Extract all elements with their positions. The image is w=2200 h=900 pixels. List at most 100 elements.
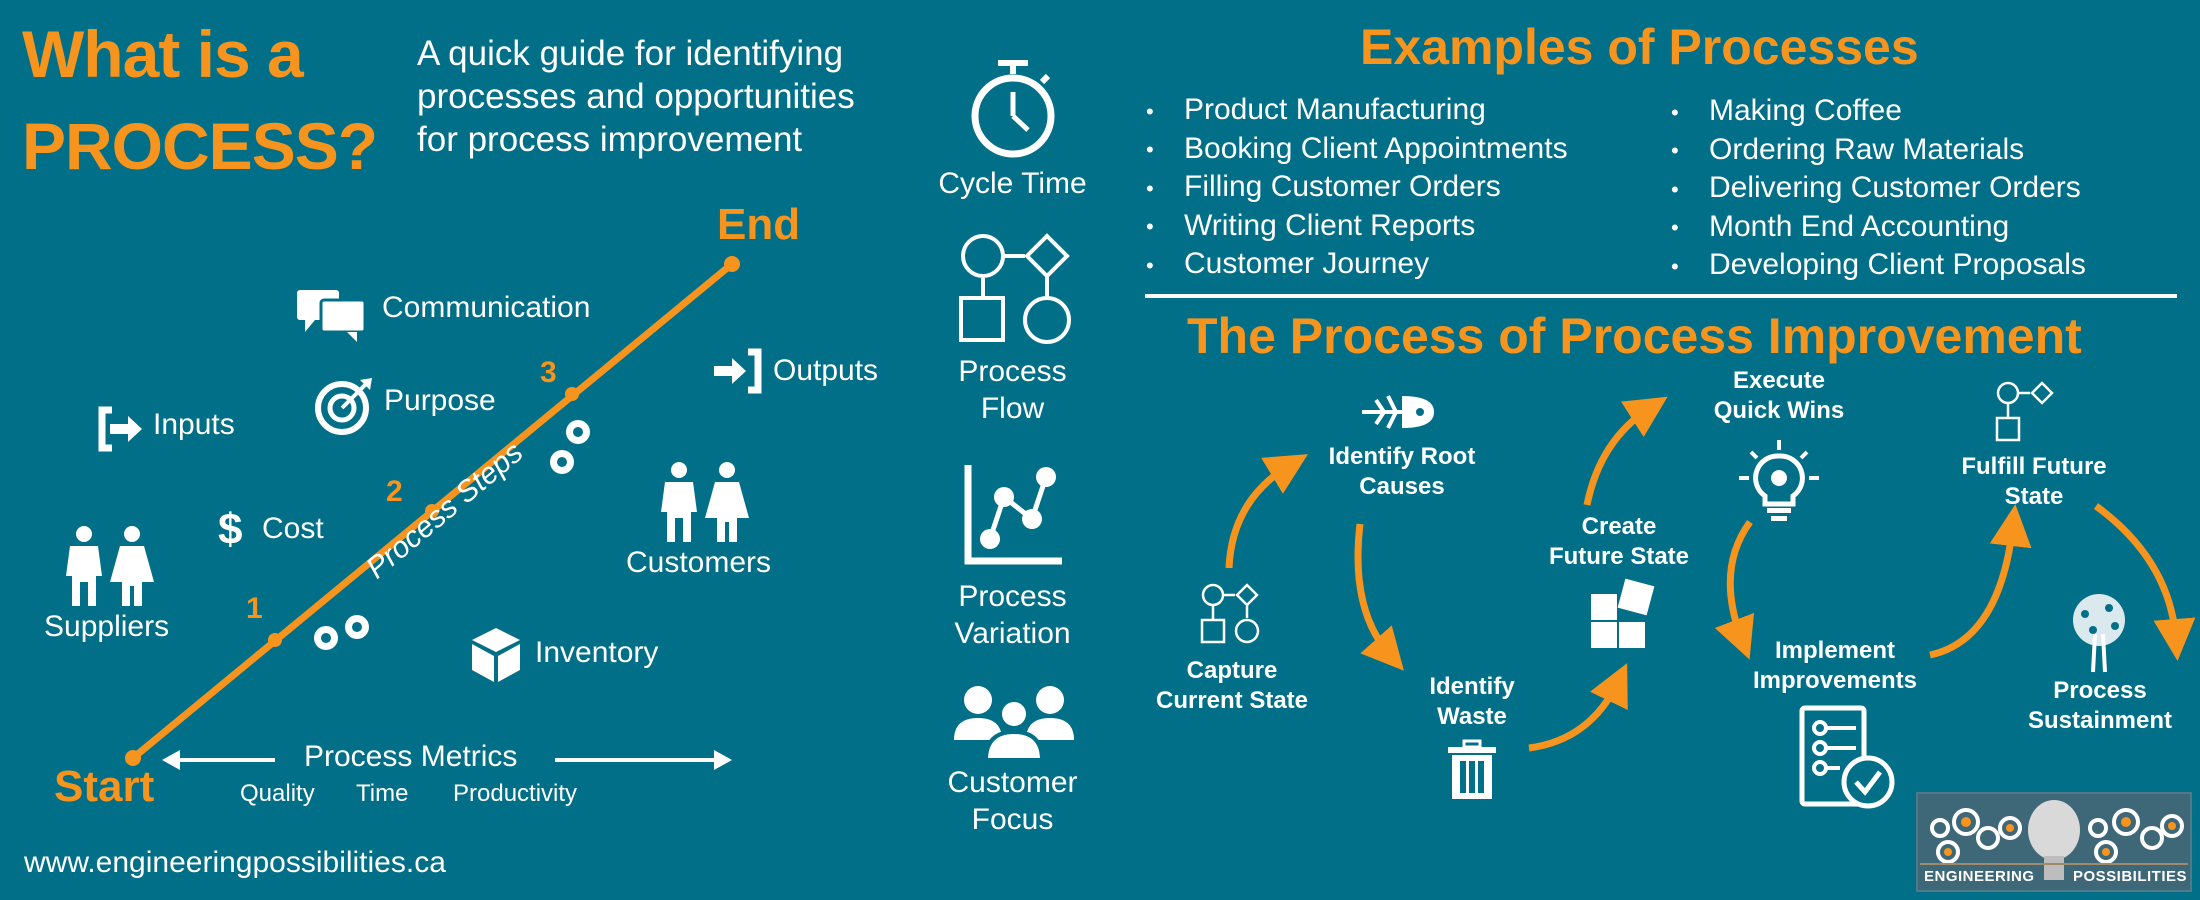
tree-icon bbox=[2073, 594, 2125, 673]
example-item: Developing Client Proposals bbox=[1671, 246, 2086, 285]
end-dot bbox=[724, 256, 740, 272]
step-waste-line1: Identify bbox=[1429, 673, 1515, 700]
outputs-label: Outputs bbox=[773, 354, 879, 387]
step-number-3: 3 bbox=[540, 356, 557, 389]
example-item: Writing Client Reports bbox=[1146, 207, 1568, 246]
step-sustainment-line1: Process bbox=[2053, 677, 2147, 704]
engineering-possibilities-logo: ENGINEERING POSSIBILITIES bbox=[1916, 792, 2192, 892]
step-quick-wins-line1: Execute bbox=[1732, 367, 1826, 394]
people-icon bbox=[661, 462, 749, 542]
website-link[interactable]: www.engineeringpossibilities.ca bbox=[24, 846, 446, 879]
step-root-causes-line2: Causes bbox=[1359, 473, 1445, 500]
box-icon bbox=[472, 628, 520, 682]
page-subtitle: A quick guide for identifying processes … bbox=[417, 32, 855, 161]
arrow-capture-to-root bbox=[1225, 454, 1308, 569]
title-line-2: PROCESS? bbox=[22, 109, 378, 183]
step-identify-root-causes: Identify Root Causes bbox=[1292, 442, 1512, 502]
arrow-quickwins-to-implement bbox=[1714, 519, 1755, 660]
focus-process-flow-line1: Process bbox=[958, 355, 1067, 388]
step-fulfill-future-state: Fulfill Future State bbox=[1924, 452, 2144, 512]
arrow-implement-to-fulfill bbox=[1929, 504, 2032, 659]
metric-time: Time bbox=[356, 780, 409, 807]
example-item: Filling Customer Orders bbox=[1146, 168, 1568, 207]
flowchart-icon bbox=[1200, 583, 1260, 644]
step-number-1: 1 bbox=[246, 592, 263, 625]
example-item: Booking Client Appointments bbox=[1146, 130, 1568, 169]
cost-label: Cost bbox=[262, 512, 324, 545]
step-capture-line2: Current State bbox=[1155, 687, 1309, 714]
lightbulb-gear-icon bbox=[1739, 440, 1819, 521]
improvement-title: The Process of Process Improvement bbox=[1187, 308, 2082, 364]
step-identify-waste: Identify Waste bbox=[1362, 672, 1582, 732]
checklist-icon bbox=[1799, 705, 1895, 809]
step-fulfill-line2: State bbox=[2004, 483, 2064, 510]
subtitle-line-2: processes and opportunities bbox=[417, 77, 855, 116]
output-arrow-icon bbox=[714, 348, 762, 394]
step-capture-line1: Capture bbox=[1186, 657, 1278, 684]
dollar-icon: $ bbox=[218, 505, 243, 554]
start-label: Start bbox=[54, 762, 155, 811]
flowchart-icon bbox=[959, 233, 1071, 344]
step-1-dot bbox=[268, 633, 282, 647]
step-implement-line2: Improvements bbox=[1752, 667, 1918, 694]
example-item: Customer Journey bbox=[1146, 245, 1568, 284]
focus-customer-focus-label: Customer Focus bbox=[930, 764, 1095, 838]
step-future-state-line2: Future State bbox=[1548, 543, 1689, 570]
step-implement-line1: Implement bbox=[1774, 637, 1896, 664]
communication-label: Communication bbox=[382, 291, 591, 324]
step-implement-improvements: Implement Improvements bbox=[1725, 636, 1945, 696]
customers-label: Customers bbox=[626, 546, 772, 579]
start-dot bbox=[125, 750, 141, 766]
step-fulfill-line1: Fulfill Future bbox=[1961, 453, 2107, 480]
metric-quality: Quality bbox=[240, 780, 315, 807]
stopwatch-icon bbox=[971, 60, 1055, 158]
puzzle-icon bbox=[1591, 578, 1655, 648]
people-icon bbox=[66, 526, 154, 606]
example-item: Making Coffee bbox=[1671, 92, 2086, 131]
subtitle-line-3: for process improvement bbox=[417, 120, 803, 159]
step-3-dot bbox=[565, 387, 579, 401]
focus-customer-focus-line2: Focus bbox=[971, 803, 1054, 836]
step-future-state-line1: Create bbox=[1581, 513, 1657, 540]
focus-process-flow-label: Process Flow bbox=[930, 353, 1095, 427]
title-line-1: What is a bbox=[22, 17, 304, 91]
example-item: Month End Accounting bbox=[1671, 208, 2086, 247]
subtitle-line-1: A quick guide for identifying bbox=[417, 34, 844, 73]
page-title: What is a PROCESS? bbox=[22, 14, 378, 186]
inputs-label: Inputs bbox=[153, 408, 235, 441]
step-2-dot bbox=[425, 504, 439, 518]
metric-productivity: Productivity bbox=[453, 780, 578, 807]
arrow-future-to-quickwins bbox=[1583, 396, 1668, 506]
step-capture-current-state: Capture Current State bbox=[1122, 656, 1342, 716]
example-item: Product Manufacturing bbox=[1146, 91, 1568, 130]
metrics-left-arrow bbox=[162, 750, 275, 770]
metrics-right-arrow bbox=[555, 750, 732, 770]
group-icon bbox=[954, 686, 1074, 762]
fishbone-icon bbox=[1362, 395, 1434, 429]
speech-bubbles-icon bbox=[297, 290, 367, 342]
process-metrics-label: Process Metrics bbox=[304, 740, 518, 773]
input-arrow-icon bbox=[98, 406, 142, 452]
step-number-2: 2 bbox=[386, 475, 403, 508]
gears-icon-lower bbox=[314, 615, 369, 650]
step-process-sustainment: Process Sustainment bbox=[1990, 676, 2200, 736]
arrow-root-to-waste bbox=[1354, 523, 1404, 671]
line-chart-icon bbox=[964, 465, 1062, 565]
step-sustainment-line2: Sustainment bbox=[2027, 707, 2173, 734]
examples-title: Examples of Processes bbox=[1360, 19, 1919, 75]
step-waste-line2: Waste bbox=[1437, 703, 1507, 730]
focus-process-variation-line2: Variation bbox=[954, 617, 1071, 650]
flowchart-icon bbox=[1995, 381, 2054, 442]
logo-gears-lightbulb-icon bbox=[1920, 800, 2188, 880]
step-quick-wins-line2: Quick Wins bbox=[1713, 397, 1845, 424]
arrow-waste-to-future bbox=[1528, 663, 1628, 752]
arrow-fulfill-to-sustain bbox=[2093, 503, 2196, 661]
target-icon bbox=[315, 378, 372, 435]
focus-process-variation-line1: Process bbox=[958, 580, 1067, 613]
step-execute-quick-wins: Execute Quick Wins bbox=[1669, 366, 1889, 426]
focus-cycle-time-label: Cycle Time bbox=[938, 167, 1087, 200]
examples-list-right: Making Coffee Ordering Raw Materials Del… bbox=[1671, 92, 2086, 285]
trash-icon bbox=[1448, 739, 1496, 799]
purpose-label: Purpose bbox=[384, 384, 496, 417]
